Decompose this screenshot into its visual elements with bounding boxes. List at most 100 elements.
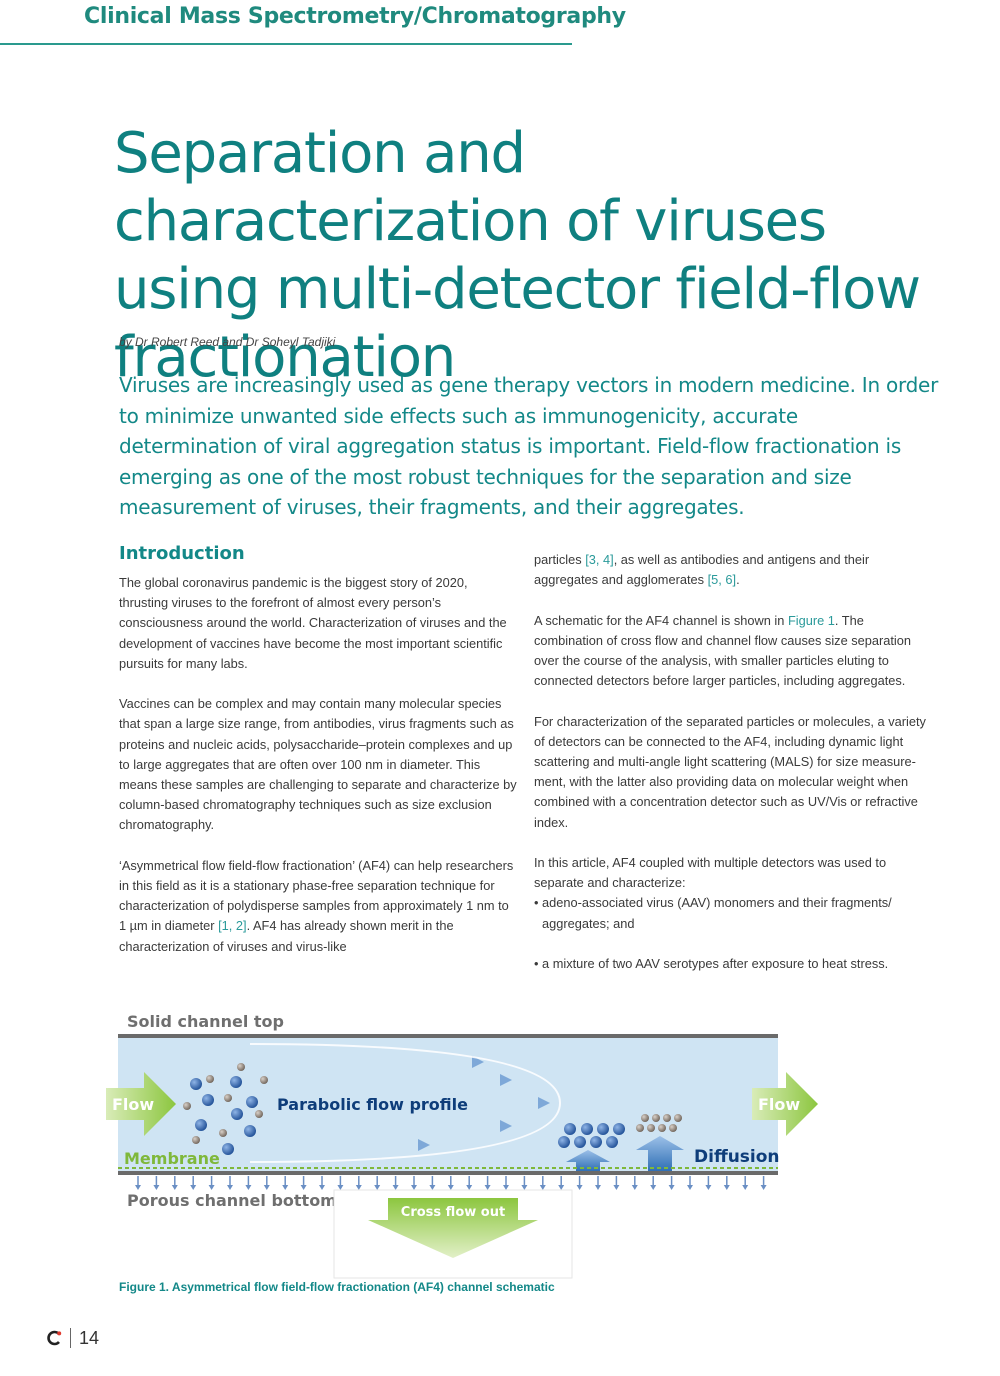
cross-flow-arrow-head bbox=[760, 1185, 767, 1190]
cross-flow-arrow-head bbox=[300, 1185, 307, 1190]
cross-flow-arrow-head bbox=[282, 1185, 289, 1190]
cross-flow-out-label: Cross flow out bbox=[401, 1205, 505, 1220]
cross-flow-arrows bbox=[135, 1176, 767, 1190]
particle-small bbox=[658, 1124, 666, 1132]
flow-out-label: Flow bbox=[758, 1095, 800, 1114]
cross-flow-arrow-head bbox=[631, 1185, 638, 1190]
paragraph-3-text-a: ‘Asymmetrical flow field-flow fractionat… bbox=[119, 857, 514, 934]
particle-small bbox=[206, 1075, 214, 1083]
particle-small bbox=[260, 1076, 268, 1084]
paragraph-2: Vaccines can be complex and may contain … bbox=[119, 696, 517, 833]
particle-large bbox=[590, 1136, 602, 1148]
particle-small bbox=[674, 1114, 682, 1122]
page-footer: 14 bbox=[46, 1326, 99, 1350]
diffusion-label: Diffusion bbox=[694, 1147, 780, 1167]
reference-link[interactable]: [5, 6] bbox=[707, 572, 737, 588]
diffusion-arrow-small bbox=[566, 1150, 610, 1171]
particle-small bbox=[636, 1124, 644, 1132]
particle-large bbox=[202, 1094, 214, 1106]
cross-flow-arrow-head bbox=[227, 1185, 233, 1190]
particle-small bbox=[224, 1094, 232, 1102]
paragraph-5-text-b: . The combination of cross flow and chan… bbox=[534, 612, 912, 689]
reference-link[interactable]: [1, 2] bbox=[218, 918, 247, 934]
particle-large bbox=[581, 1123, 593, 1135]
cross-flow-arrow-head bbox=[245, 1185, 252, 1190]
paragraph-3-text-b: . AF4 has already shown merit in the cha… bbox=[119, 918, 454, 954]
flow-in-arrow: Flow bbox=[106, 1072, 176, 1136]
particle-small bbox=[647, 1124, 655, 1132]
page-number: 14 bbox=[79, 1327, 100, 1348]
flow-out-arrow: Flow bbox=[752, 1072, 818, 1136]
paragraph-4: particles [3, 4], as well as antibodies … bbox=[534, 550, 934, 590]
particle-large bbox=[564, 1123, 576, 1135]
particle-large bbox=[195, 1119, 207, 1131]
lead-paragraph: Viruses are increasingly used as gene th… bbox=[119, 373, 939, 519]
cross-flow-arrow-head bbox=[171, 1185, 178, 1190]
paragraph-4-text-c: . bbox=[736, 572, 740, 588]
flow-in-arrow-shape bbox=[106, 1072, 176, 1136]
header-rule bbox=[0, 43, 572, 45]
cross-flow-arrow-head bbox=[411, 1185, 417, 1190]
paragraph-3: ‘Asymmetrical flow field-flow fractionat… bbox=[119, 856, 519, 957]
cross-flow-arrow-head bbox=[263, 1185, 270, 1190]
particle-large bbox=[190, 1078, 202, 1090]
channel-top-wall bbox=[118, 1034, 778, 1038]
cross-flow-arrow-head bbox=[742, 1185, 749, 1190]
cross-flow-arrow-head bbox=[539, 1185, 546, 1190]
particle-small bbox=[183, 1102, 191, 1110]
flow-arrowhead bbox=[418, 1139, 430, 1151]
flow-arrowhead bbox=[500, 1074, 512, 1086]
bullet-item: • a mixture of two AAV serotypes after e… bbox=[534, 956, 889, 971]
cross-flow-arrow-head bbox=[558, 1185, 565, 1190]
cross-flow-arrow-head bbox=[595, 1185, 601, 1190]
particle-small bbox=[669, 1124, 677, 1132]
cross-flow-arrow-head bbox=[429, 1185, 436, 1190]
cross-flow-arrow-head bbox=[521, 1185, 528, 1190]
particle-large bbox=[244, 1125, 256, 1137]
particle-large bbox=[597, 1123, 609, 1135]
particle-large bbox=[246, 1096, 258, 1108]
paragraph-6: For characterization of the separated pa… bbox=[534, 713, 926, 830]
cross-flow-arrow-head bbox=[466, 1185, 473, 1190]
cross-flow-arrow-head bbox=[153, 1185, 160, 1190]
section-header: Clinical Mass Spectrometry/Chromatograph… bbox=[84, 4, 626, 29]
cross-flow-arrow-head bbox=[687, 1185, 693, 1190]
flow-arrowhead bbox=[500, 1120, 512, 1132]
paragraph-5-text-a: A schematic for the AF4 channel is shown… bbox=[534, 612, 788, 628]
particle-small bbox=[652, 1114, 660, 1122]
particle-large bbox=[613, 1123, 625, 1135]
figure-caption: Figure 1. Asymmetrical flow field-flow f… bbox=[119, 1280, 555, 1294]
cross-flow-arrow-head bbox=[503, 1185, 509, 1190]
footer-separator bbox=[70, 1328, 71, 1348]
cross-flow-arrow-head bbox=[668, 1185, 675, 1190]
particle-large bbox=[606, 1136, 618, 1148]
paragraph-4-text-b: , as well as antibodies and antigens and… bbox=[534, 552, 870, 588]
cross-flow-arrow-head bbox=[484, 1185, 491, 1190]
flow-arrowhead bbox=[472, 1056, 484, 1068]
right-column: particles [3, 4], as well as antibodies … bbox=[534, 550, 934, 994]
cross-flow-arrow-head bbox=[723, 1185, 730, 1190]
cross-flow-arrow-head bbox=[319, 1185, 325, 1190]
intro-heading: Introduction bbox=[119, 543, 245, 564]
parabolic-flow-label: Parabolic flow profile bbox=[277, 1095, 468, 1114]
af4-schematic-svg: Solid channel top Parabolic flow profile… bbox=[106, 1012, 818, 1279]
eluting-small-particles bbox=[636, 1114, 684, 1171]
figure-link[interactable]: Figure 1 bbox=[787, 612, 835, 628]
cross-flow-arrow-head bbox=[135, 1185, 141, 1190]
diffusion-arrow-large bbox=[636, 1136, 684, 1171]
particle-large bbox=[222, 1143, 234, 1155]
cross-flow-arrow-head bbox=[650, 1185, 657, 1190]
cross-flow-arrow-head bbox=[374, 1185, 381, 1190]
cross-flow-arrow-head bbox=[613, 1185, 620, 1190]
paragraph-1: The global coronavirus pandemic is the b… bbox=[119, 575, 507, 671]
flow-arrowhead bbox=[538, 1097, 550, 1109]
flow-out-arrow-shape bbox=[752, 1072, 818, 1136]
membrane-label: Membrane bbox=[124, 1149, 220, 1168]
porous-channel-bottom-label: Porous channel bottom bbox=[127, 1191, 337, 1210]
cross-flow-arrow-head bbox=[337, 1185, 344, 1190]
byline: by Dr Robert Reed and Dr Soheyl Tadjiki bbox=[119, 335, 336, 349]
cross-flow-arrow-head bbox=[447, 1185, 454, 1190]
porous-channel-bottom-wall bbox=[118, 1171, 778, 1175]
particle-small bbox=[237, 1063, 245, 1071]
reference-link[interactable]: [3, 4] bbox=[585, 552, 614, 567]
